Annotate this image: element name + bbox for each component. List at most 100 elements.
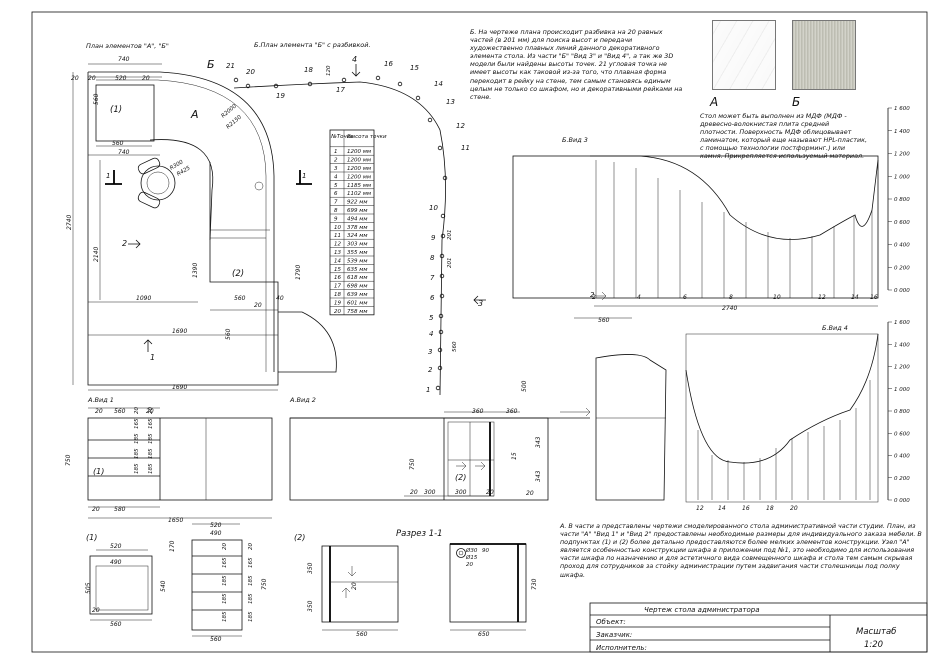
plan-pivot	[254, 181, 264, 191]
detail1-box	[89, 555, 153, 615]
dim-120: 120	[326, 65, 332, 76]
stack-dim: 185	[134, 433, 140, 444]
table-cell-height: 698 мм	[347, 284, 368, 290]
division-point	[233, 77, 239, 83]
view3-tick: 14	[851, 294, 859, 301]
view4-frame	[685, 333, 879, 503]
view3-tick: 2	[592, 294, 596, 301]
stack-dim: 185	[134, 463, 140, 474]
view3-total: 2740	[722, 305, 737, 312]
stack-dim: 20	[222, 543, 228, 550]
view2-r20: 20	[526, 490, 534, 497]
table-cell-height: 1200 мм	[347, 166, 371, 172]
detail1-label: (1)	[86, 533, 97, 542]
stack-dim: 185	[248, 575, 254, 586]
detail1-490: 490	[110, 559, 122, 566]
scale-label: 1 600	[894, 320, 910, 326]
division-point	[440, 233, 446, 239]
view3-profile	[590, 155, 879, 240]
view2-15: 15	[511, 452, 518, 460]
scale-label: 1 000	[894, 387, 910, 393]
division-point	[397, 81, 403, 87]
plan-b-title: Б.План элемента "Б" с разбивкой.	[254, 41, 371, 49]
division-point-label: 4	[429, 330, 433, 338]
sheet-frame	[31, 11, 928, 653]
division-point-label: 14	[434, 80, 443, 88]
title-block: Чертеж стола администратора Объект: Зака…	[589, 602, 928, 653]
table-cell-point: 12	[334, 242, 341, 248]
view4-tick: 12	[696, 505, 704, 512]
stack-dim: 185	[134, 448, 140, 459]
view3-tick: 16	[870, 294, 878, 301]
division-point	[439, 253, 445, 259]
note-bottom: А. В части а представлены чертежи смодел…	[560, 522, 922, 579]
table-cell-height: 601 мм	[347, 300, 368, 306]
dim-2740: 2740	[66, 215, 73, 230]
division-point-label: 9	[431, 234, 436, 242]
arrow-view-1-num: 1	[150, 353, 155, 362]
division-point	[438, 313, 444, 319]
table-cell-point: 16	[334, 275, 341, 281]
table-cell-point: 1	[334, 149, 338, 155]
stack-dim: 185	[248, 593, 254, 604]
r-2150: R2150	[225, 114, 243, 130]
dim-560-plan: 560	[112, 140, 124, 147]
view3-arrow-num: 2	[590, 291, 595, 299]
dim-1790: 1790	[295, 265, 302, 280]
arrow-view-4-num: 4	[352, 55, 357, 64]
section2-20: 20	[351, 582, 358, 590]
view2-343: 343	[535, 436, 542, 448]
plan-title: План элементов "А", "Б"	[86, 42, 169, 50]
table-cell-point: 14	[334, 258, 341, 264]
scale-label: 0 400	[894, 243, 910, 249]
dim-20-right: 20	[142, 75, 150, 82]
stack-dim: 185	[148, 463, 154, 474]
dim-20-left: 20	[71, 75, 79, 82]
table-cell-height: 303 мм	[347, 242, 368, 248]
view3-title: Б.Вид 3	[562, 136, 588, 144]
view1-label-1: (1)	[93, 467, 104, 476]
table-cell-height: 1102 мм	[347, 191, 371, 197]
division-point-label: 11	[461, 144, 470, 152]
view4-profile	[685, 333, 879, 464]
view2-body	[289, 417, 549, 501]
table-cell-height: 635 мм	[347, 267, 368, 273]
table-cell-point: 5	[334, 183, 338, 189]
dim-560-side: 560	[225, 328, 232, 340]
view2-343b: 343	[535, 470, 542, 482]
detail2-490: 490	[210, 530, 222, 537]
table-cell-point: 3	[334, 166, 338, 172]
plan-desk-extension	[278, 311, 337, 373]
detail2-560: 560	[210, 636, 222, 643]
division-point-label: 19	[276, 92, 285, 100]
view2-b-300b: 300	[455, 489, 467, 496]
table-cell-height: 1185 мм	[347, 183, 371, 189]
division-point	[442, 175, 448, 181]
section-d15: Ø15	[465, 554, 478, 561]
section-20b: 20	[466, 562, 473, 568]
plan-label-1: (1)	[110, 105, 122, 115]
stack-dim: 20	[248, 543, 254, 550]
division-point-label: 16	[384, 60, 393, 68]
detail2-170: 170	[169, 540, 176, 552]
view3-tick: 6	[683, 294, 687, 301]
stack-dim: 185	[222, 575, 228, 586]
division-point-label: 13	[446, 98, 455, 106]
table-cell-height: 1200 мм	[347, 174, 371, 180]
scale-label: 1 200	[894, 365, 910, 371]
division-point-label: 2	[428, 366, 433, 374]
table-cell-height: 324 мм	[347, 233, 368, 239]
table-cell-height: 639 мм	[347, 292, 368, 298]
table-cell-point: 2	[334, 158, 338, 164]
detail2-750: 750	[261, 578, 268, 590]
view1-1650: 1650	[168, 517, 183, 524]
view3-tick: 4	[637, 294, 641, 301]
division-point	[341, 77, 347, 83]
section2-560: 560	[356, 631, 368, 638]
